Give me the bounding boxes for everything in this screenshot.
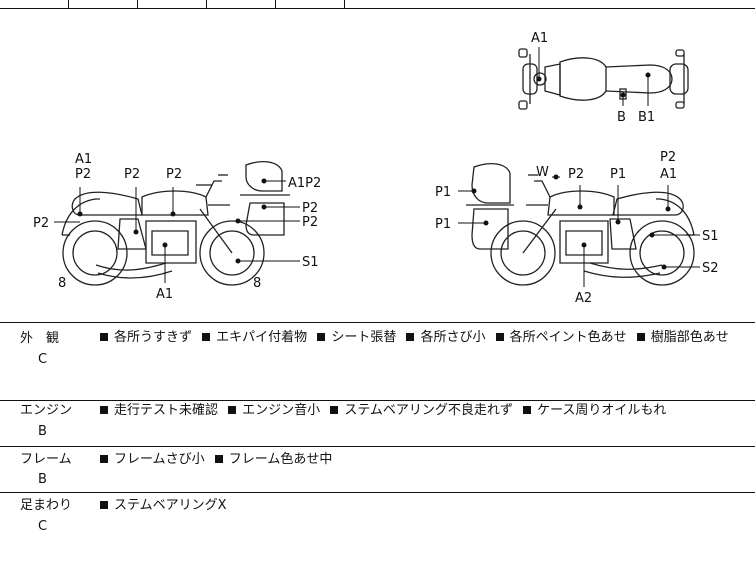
marker-label: P2 <box>33 216 49 231</box>
row-category: エンジン <box>20 403 73 418</box>
top-view-motorcycle <box>518 48 689 110</box>
condition-item: エンジン音小 <box>228 403 320 418</box>
header-divider <box>137 0 138 8</box>
bullet-square-icon <box>317 333 326 341</box>
bullet-square-icon <box>202 333 211 341</box>
marker-label: A2 <box>575 291 592 306</box>
header-divider <box>344 0 345 8</box>
condition-item: エキパイ付着物 <box>202 330 307 345</box>
condition-row-exterior: 外 観 C 各所うすきず エキパイ付着物 シート張替 各所さび小 各所ペイント色… <box>0 323 755 401</box>
condition-item: フレームさび小 <box>100 452 205 467</box>
row-grade: C <box>38 352 48 367</box>
marker-label: 8 <box>253 276 261 291</box>
marker-label: P2 <box>75 167 91 182</box>
marker-label: P2 <box>166 167 182 182</box>
marker-label: P1 <box>435 185 451 200</box>
marker-label: P2 <box>124 167 140 182</box>
row-notes: 走行テスト未確認 エンジン音小 ステムベアリング不良走れず ケース周りオイルもれ <box>100 400 747 421</box>
row-category: 外 観 <box>20 331 60 346</box>
condition-row-engine: エンジン B 走行テスト未確認 エンジン音小 ステムベアリング不良走れず ケース… <box>0 401 755 447</box>
condition-item: ステムベアリング不良走れず <box>330 403 513 418</box>
condition-item: ケース周りオイルもれ <box>523 403 666 418</box>
bullet-square-icon <box>100 455 108 463</box>
marker-label: S1 <box>702 229 719 244</box>
row-notes: フレームさび小 フレーム色あせ中 <box>100 449 747 470</box>
row-category: 足まわり <box>20 498 73 513</box>
marker-label: P2 <box>302 215 318 230</box>
row-grade: C <box>38 519 48 534</box>
bullet-square-icon <box>495 333 504 341</box>
bullet-square-icon <box>100 333 108 341</box>
marker-label: A1 <box>660 167 677 182</box>
right-side-markers <box>471 174 671 270</box>
row-grade: B <box>38 472 47 487</box>
damage-diagram: A1 B B1 <box>0 9 755 323</box>
left-side-motorcycle <box>61 160 290 286</box>
bullet-square-icon <box>330 406 339 414</box>
bullet-square-icon <box>100 501 108 509</box>
marker-label: W <box>536 165 549 180</box>
row-grade: B <box>38 424 47 439</box>
condition-row-frame: フレーム B フレームさび小 フレーム色あせ中 <box>0 447 755 493</box>
row-notes: 各所うすきず エキパイ付着物 シート張替 各所さび小 各所ペイント色あせ 樹脂部… <box>100 327 747 348</box>
bullet-square-icon <box>636 333 645 341</box>
bullet-square-icon <box>100 406 108 414</box>
row-category: フレーム <box>20 452 72 467</box>
marker-label: 8 <box>58 276 66 291</box>
marker-label: A1P2 <box>288 176 321 191</box>
marker-label: P1 <box>435 217 451 232</box>
condition-row-suspension: 足まわり C ステムベアリングX <box>0 493 755 561</box>
left-side-leaders <box>54 180 300 283</box>
marker-label: B <box>617 110 626 125</box>
marker-label: S2 <box>702 261 719 276</box>
condition-item: ステムベアリングX <box>100 498 227 513</box>
right-side-motorcycle <box>466 162 695 286</box>
marker-label: B1 <box>638 110 655 125</box>
marker-label: A1 <box>156 287 173 302</box>
header-strip <box>0 0 755 9</box>
left-side-markers <box>77 178 267 264</box>
header-divider <box>206 0 207 8</box>
marker-label: A1 <box>75 152 92 167</box>
top-view-leaders <box>538 47 649 106</box>
condition-item: 各所うすきず <box>100 330 192 345</box>
bullet-square-icon <box>523 406 532 414</box>
marker-label: P1 <box>610 167 626 182</box>
right-side-leaders <box>458 176 700 287</box>
marker-label: P2 <box>568 167 584 182</box>
condition-item: 各所さび小 <box>406 330 485 345</box>
condition-item: フレーム色あせ中 <box>214 452 332 467</box>
condition-item: 走行テスト未確認 <box>100 403 218 418</box>
header-divider <box>68 0 69 8</box>
condition-item: 各所ペイント色あせ <box>495 330 627 345</box>
condition-item: シート張替 <box>317 330 396 345</box>
bullet-square-icon <box>406 333 415 341</box>
marker-label: S1 <box>302 255 319 270</box>
top-view-markers <box>536 72 651 98</box>
marker-label: A1 <box>531 31 548 46</box>
row-notes: ステムベアリングX <box>100 495 747 516</box>
marker-label: P2 <box>302 201 318 216</box>
bullet-square-icon <box>214 455 223 463</box>
header-divider <box>275 0 276 8</box>
condition-item: 樹脂部色あせ <box>636 330 729 345</box>
marker-label: P2 <box>660 150 676 165</box>
bullet-square-icon <box>228 406 237 414</box>
